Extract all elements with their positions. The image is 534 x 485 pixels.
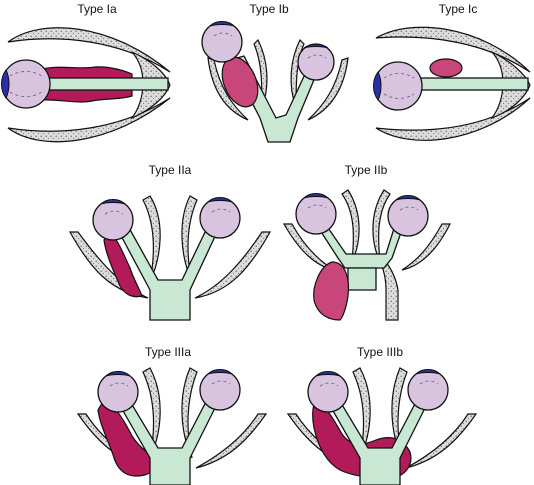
panel-label-type-iia: Type IIa	[148, 163, 192, 177]
cornea-right	[303, 43, 329, 49]
cornea	[373, 71, 382, 101]
globe-right	[297, 43, 335, 81]
panel-label-type-iiib: Type IIIb	[356, 345, 404, 359]
panel-type-ia	[1, 27, 171, 143]
orbit-wall-upper	[375, 26, 531, 73]
cornea-left	[303, 193, 329, 199]
orbit-wall-left-outer	[68, 231, 149, 299]
globe-right	[387, 195, 429, 237]
cornea	[1, 69, 10, 99]
orbit-wall-upper	[7, 27, 171, 73]
panel-type-ib	[201, 21, 349, 143]
panel-type-iia	[68, 195, 272, 321]
tumor	[313, 261, 350, 321]
globe-left	[201, 21, 243, 63]
tumor	[429, 58, 463, 78]
cornea-left	[100, 199, 126, 205]
tumor	[103, 231, 143, 298]
orbit-wall-right-outer	[307, 57, 349, 121]
bony-pillar	[379, 261, 399, 321]
panel-type-iiib	[286, 367, 478, 485]
nerve-stalk	[347, 267, 377, 291]
panel-type-iiia	[76, 367, 268, 485]
cornea-left	[315, 371, 341, 377]
globe-right	[199, 197, 241, 239]
orbit-wall-right-outer	[194, 231, 272, 299]
panel-label-type-ic: Type Ic	[438, 2, 478, 16]
globe-left	[295, 193, 337, 235]
cornea-right	[415, 369, 441, 375]
panel-label-type-iiia: Type IIIa	[144, 345, 192, 359]
optic-nerve	[409, 77, 529, 91]
panel-label-type-ib: Type Ib	[249, 2, 289, 16]
panel-type-iib	[282, 189, 451, 321]
orbit-wall-left-outer	[207, 57, 249, 121]
optic-nerve	[39, 77, 169, 91]
globe-left	[307, 371, 349, 413]
cornea-left	[105, 371, 131, 377]
globe-left	[92, 199, 134, 241]
orbit-wall-lower	[375, 97, 531, 141]
panel-label-type-iib: Type IIb	[344, 163, 388, 177]
panel-label-type-ia: Type Ia	[77, 2, 117, 16]
orbit-wall-right-outer	[401, 223, 451, 271]
orbit-wall-right-outer	[195, 413, 268, 469]
cornea-left	[209, 21, 235, 27]
panel-type-ic	[373, 26, 531, 141]
globe-right	[407, 369, 449, 411]
orbit-wall-right-inner	[181, 367, 198, 459]
cornea-right	[207, 197, 233, 203]
globe-right	[199, 369, 241, 411]
cornea-right	[395, 195, 421, 201]
cornea-right	[207, 369, 233, 375]
optic-chiasm	[117, 225, 219, 321]
orbit-wall-lower	[7, 97, 171, 143]
globe-left	[97, 371, 139, 413]
